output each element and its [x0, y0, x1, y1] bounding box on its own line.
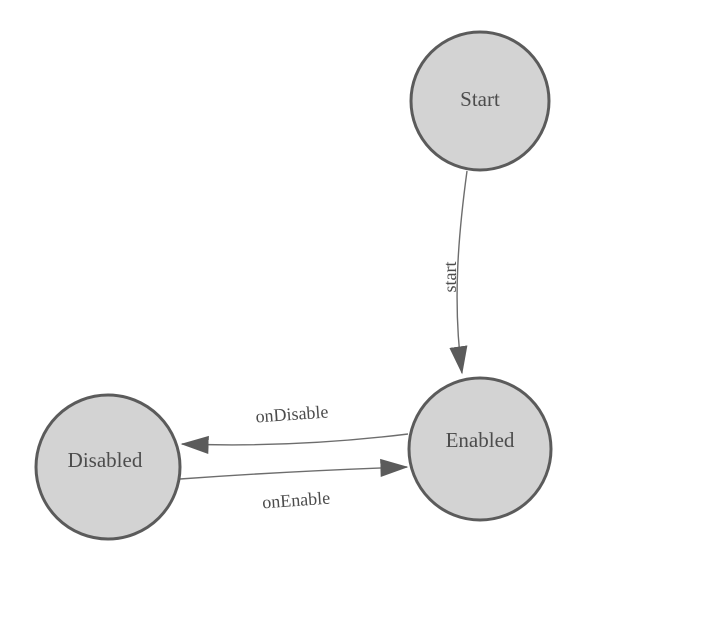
state-circle-start[interactable] — [409, 30, 551, 172]
edge-label-ondisable: onDisable — [255, 401, 329, 426]
state-circle-disabled[interactable] — [34, 393, 182, 541]
state-label-disabled: Disabled — [68, 448, 143, 472]
transition-start-to-enabled: start — [440, 170, 468, 375]
state-label-enabled: Enabled — [446, 428, 515, 452]
state-label-start: Start — [460, 87, 500, 111]
state-node-enabled: Enabled — [407, 376, 553, 522]
edge-label-start: start — [440, 262, 460, 293]
edge-path-start[interactable] — [449, 170, 468, 375]
edge-label-onenable: onEnable — [262, 488, 331, 513]
state-circle-enabled[interactable] — [407, 376, 553, 522]
state-node-disabled: Disabled — [34, 393, 182, 541]
state-node-start: Start — [409, 30, 551, 172]
transition-enabled-to-disabled: onDisable — [180, 401, 409, 455]
transition-disabled-to-enabled: onEnable — [179, 458, 409, 513]
edge-path-onenable[interactable] — [179, 458, 409, 480]
edge-path-ondisable[interactable] — [180, 433, 409, 455]
